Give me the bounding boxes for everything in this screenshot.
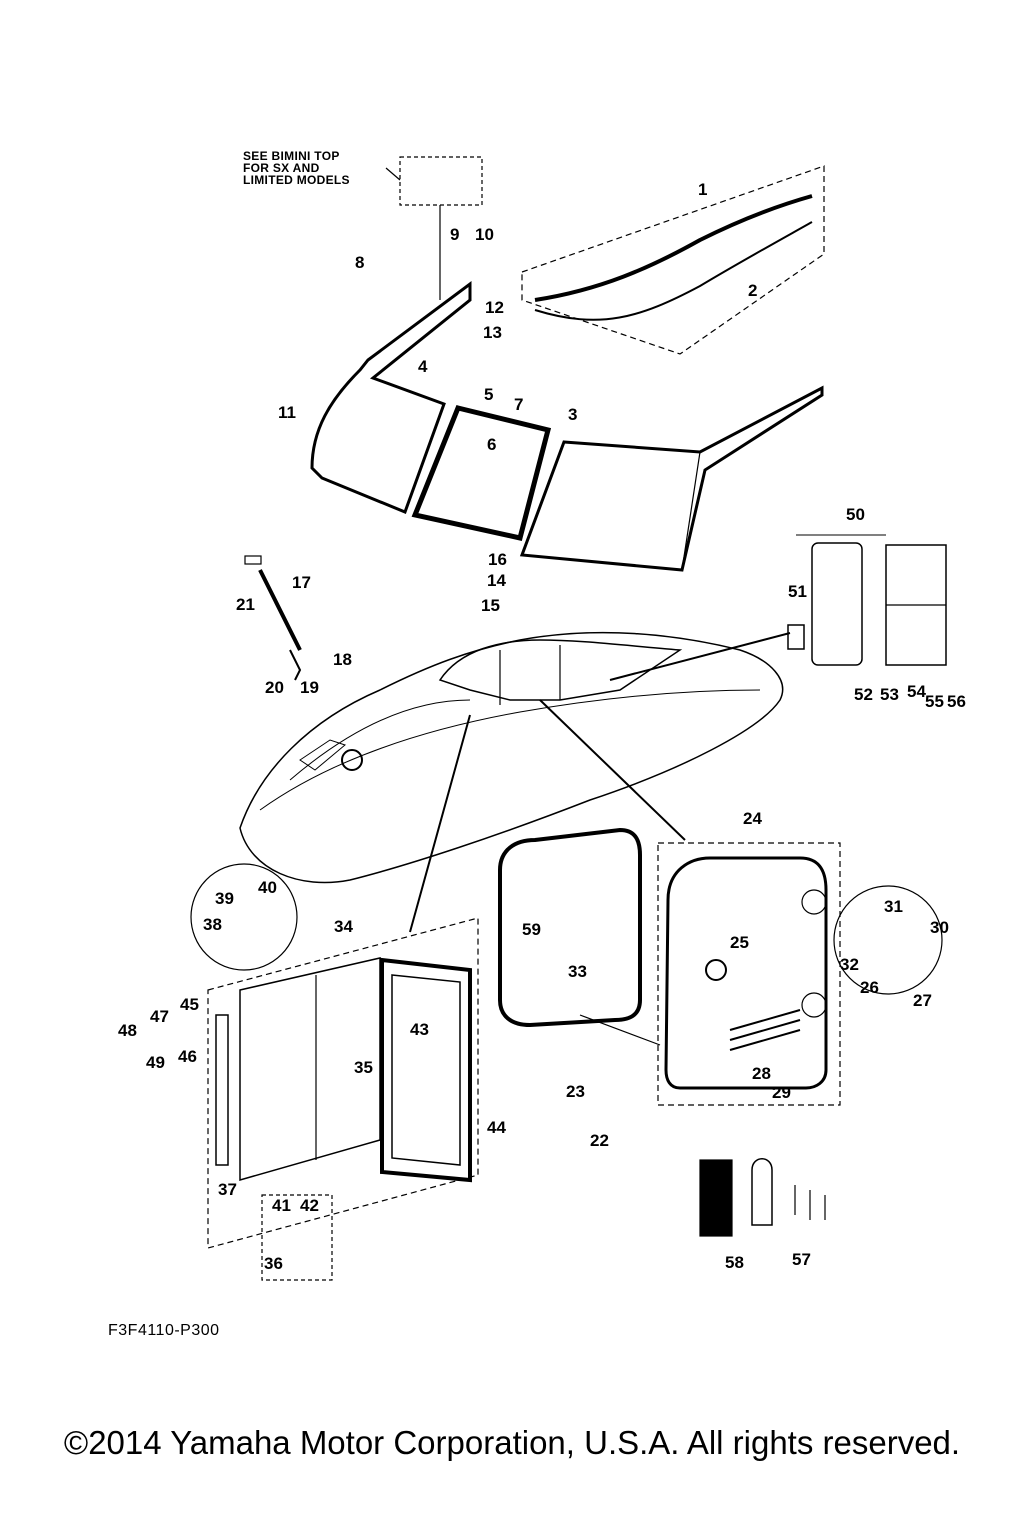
- callout-14: 14: [487, 571, 506, 590]
- callout-46: 46: [178, 1047, 197, 1066]
- windshield-left-frame: [310, 281, 472, 514]
- callout-2: 2: [748, 281, 757, 300]
- callout-59: 59: [522, 920, 541, 939]
- gasket-59: [498, 827, 642, 1028]
- callout-54: 54: [907, 682, 926, 701]
- callout-48: 48: [118, 1021, 137, 1040]
- callout-9: 9: [450, 225, 459, 244]
- callout-40: 40: [258, 878, 277, 897]
- callout-52: 52: [854, 685, 873, 704]
- callout-4: 4: [418, 357, 428, 376]
- callout-17: 17: [292, 573, 311, 592]
- callout-6: 6: [487, 435, 496, 454]
- callout-43: 43: [410, 1020, 429, 1039]
- callout-30: 30: [930, 918, 949, 937]
- callout-50: 50: [846, 505, 865, 524]
- callout-51: 51: [788, 582, 807, 601]
- callout-19: 19: [300, 678, 319, 697]
- note-line-1: SEE BIMINI TOP: [243, 149, 340, 163]
- callout-15: 15: [481, 596, 500, 615]
- callout-45: 45: [180, 995, 199, 1014]
- bimini-top-note: SEE BIMINI TOP FOR SX AND LIMITED MODELS: [243, 150, 350, 186]
- callout-36: 36: [264, 1254, 283, 1273]
- callout-57: 57: [792, 1250, 811, 1269]
- callout-58: 58: [725, 1253, 744, 1272]
- callout-18: 18: [333, 650, 352, 669]
- callout-29: 29: [772, 1083, 791, 1102]
- callout-21: 21: [236, 595, 255, 614]
- callout-8: 8: [355, 253, 364, 272]
- callout-26: 26: [860, 978, 879, 997]
- bimini-note-leader: [385, 167, 401, 181]
- door-dashed-box-24: [657, 842, 841, 1106]
- callout-44: 44: [487, 1118, 506, 1137]
- pad-58: [699, 1159, 733, 1237]
- callout-25: 25: [730, 933, 749, 952]
- callout-35: 35: [354, 1058, 373, 1077]
- bimini-reference-box: [399, 156, 483, 206]
- callout-56: 56: [947, 692, 966, 711]
- callout-20: 20: [265, 678, 284, 697]
- callout-38: 38: [203, 915, 222, 934]
- hinge-detail-circle: [833, 885, 943, 995]
- boat-hull: [239, 631, 784, 884]
- callout-32: 32: [840, 955, 859, 974]
- callout-5: 5: [484, 385, 493, 404]
- callout-53: 53: [880, 685, 899, 704]
- callout-34: 34: [334, 917, 353, 936]
- callout-42: 42: [300, 1196, 319, 1215]
- callout-37: 37: [218, 1180, 237, 1199]
- callout-31: 31: [884, 897, 903, 916]
- trim-strip: [534, 194, 813, 302]
- note-line-3: LIMITED MODELS: [243, 173, 350, 187]
- callout-55: 55: [925, 692, 944, 711]
- diagram-code: F3F4110-P300: [108, 1322, 220, 1339]
- copyright-notice: ©2014 Yamaha Motor Corporation, U.S.A. A…: [63, 1424, 961, 1461]
- callout-12: 12: [485, 298, 504, 317]
- callout-28: 28: [752, 1064, 771, 1083]
- callout-22: 22: [590, 1131, 609, 1150]
- callout-3: 3: [568, 405, 577, 424]
- storage-panel-50: [811, 542, 863, 666]
- callout-33: 33: [568, 962, 587, 981]
- callout-27: 27: [913, 991, 932, 1010]
- console-door-24: [664, 856, 828, 1090]
- callout-49: 49: [146, 1053, 165, 1072]
- door-dashed-box-34: [207, 917, 479, 1249]
- support-rod-17: [258, 569, 302, 651]
- callout-16: 16: [488, 550, 507, 569]
- windshield-center-frame: [411, 405, 552, 541]
- bracket-57: [751, 1158, 773, 1226]
- callout-47: 47: [150, 1007, 169, 1026]
- trim-dashed-box: [521, 165, 825, 355]
- note-line-2: FOR SX AND: [243, 161, 320, 175]
- callout-41: 41: [272, 1196, 291, 1215]
- callout-10: 10: [475, 225, 494, 244]
- callout-24: 24: [743, 809, 762, 828]
- callout-13: 13: [483, 323, 502, 342]
- windshield-right-frame: [519, 385, 824, 572]
- callout-7: 7: [514, 395, 523, 414]
- callout-23: 23: [566, 1082, 585, 1101]
- callout-1: 1: [698, 180, 707, 199]
- callout-11: 11: [278, 403, 296, 422]
- callout-39: 39: [215, 889, 234, 908]
- hinge-detail-38: [190, 863, 298, 971]
